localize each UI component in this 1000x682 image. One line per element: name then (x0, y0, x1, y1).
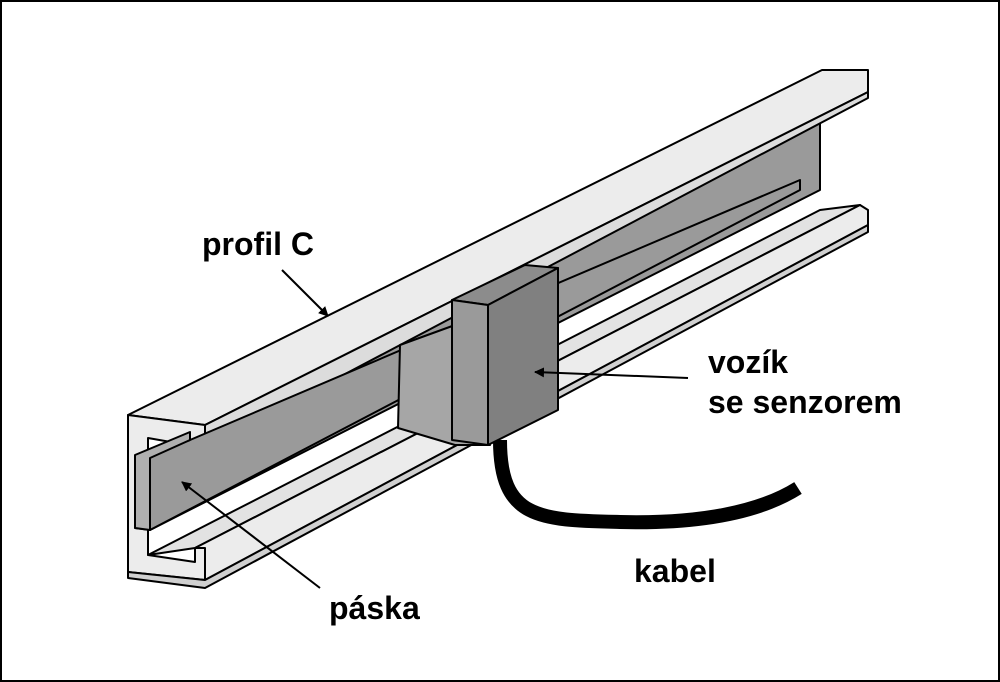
tape-label: páska (329, 590, 420, 626)
profile-bottom-face (127, 224, 869, 589)
profile-label: profil C (202, 226, 314, 262)
carriage-right-face (487, 267, 559, 446)
carriage-label: vozík se senzorem (708, 342, 902, 422)
cable-label: kabel (634, 553, 716, 589)
carriage-label-line1: vozík (708, 344, 789, 380)
cable (493, 439, 802, 530)
profile-leader-arrow (281, 269, 329, 317)
tape-leader-arrow (181, 481, 321, 589)
tape-end (134, 431, 191, 531)
carriage-label-line2: se senzorem (708, 384, 902, 420)
carriage-front-face (451, 299, 489, 446)
carriage-leader-arrow (534, 367, 689, 379)
